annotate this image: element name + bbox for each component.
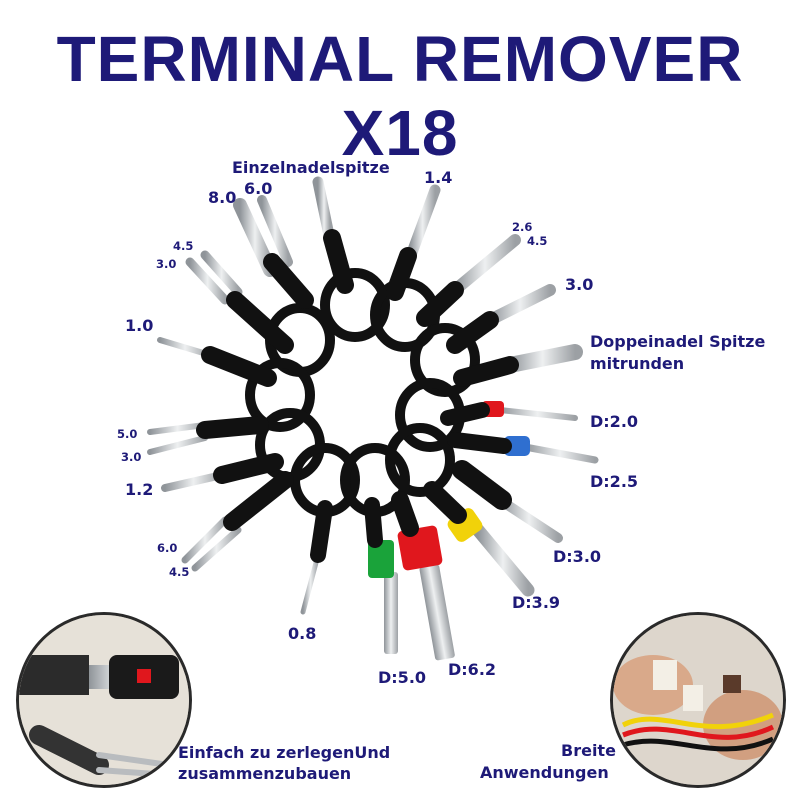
tool-d-3-9 (423, 481, 535, 597)
label-d-2-0: D:2.0 (590, 412, 639, 431)
ring (320, 268, 390, 342)
tool-5-0-3-0 (147, 416, 269, 455)
label-doppeinadel-spitze: Doppeinadel Spitze (590, 332, 766, 351)
tool-3-0-right (446, 284, 556, 354)
label-4-5-low: 4.5 (169, 565, 190, 579)
tool-d-6-2 (391, 491, 455, 661)
label-8-0: 8.0 (208, 188, 237, 207)
label-6-0-low: 6.0 (157, 541, 178, 555)
label-3-0-left: 3.0 (156, 257, 177, 271)
ring (245, 358, 315, 432)
label-4-5-left: 4.5 (173, 239, 194, 253)
tool-6-0-4-5 (181, 471, 294, 572)
caption-right-line2: Anwendungen (480, 763, 609, 782)
tool-0-8 (300, 500, 333, 615)
label-1-0: 1.0 (125, 316, 154, 335)
label-einzelnadelspitze: Einzelnadelspitze (232, 158, 390, 177)
label-5-0: 5.0 (117, 427, 138, 441)
caption-left-line2: zusammenzubauen (178, 764, 352, 783)
ring (385, 423, 455, 497)
tool-d-2-0 (440, 401, 578, 426)
page-title: TERMINAL REMOVER X18 (56, 23, 744, 169)
label-1-4: 1.4 (424, 168, 453, 187)
tool-double-needle (453, 344, 583, 387)
label-d-3-9: D:3.9 (512, 593, 561, 612)
label-d-6-2: D:6.2 (448, 660, 497, 679)
inset-application-photo (610, 612, 786, 788)
label-0-8: 0.8 (288, 624, 317, 643)
tool-4-5-3-0-left (185, 250, 294, 354)
label-3-0-right: 3.0 (565, 275, 594, 294)
label-d-3-0: D:3.0 (553, 547, 602, 566)
ring-cluster (245, 268, 480, 517)
tool-1-4 (386, 184, 441, 301)
tool-single-needle (312, 176, 354, 294)
tool-d-5-0 (364, 497, 398, 654)
label-2-6: 2.6 (512, 220, 533, 234)
label-mitrunden: mitrunden (590, 354, 685, 373)
label-3-0-low: 3.0 (121, 450, 142, 464)
caption-right-line1: Breite (561, 741, 616, 760)
inset-disassembly-photo (16, 612, 192, 788)
tool-1-0 (157, 337, 277, 387)
tool-8-0 (233, 195, 314, 309)
tool-2-6 (416, 234, 521, 327)
caption-left-line1: Einfach zu zerlegenUnd (178, 743, 391, 762)
label-6-0-top: 6.0 (244, 179, 273, 198)
tool-d-3-0 (452, 460, 563, 543)
label-4-5-right: 4.5 (527, 234, 548, 248)
label-d-5-0: D:5.0 (378, 668, 427, 687)
tool-d-2-5 (447, 432, 599, 464)
label-d-2-5: D:2.5 (590, 472, 639, 491)
label-1-2: 1.2 (125, 480, 154, 499)
tool-1-2 (161, 453, 284, 492)
